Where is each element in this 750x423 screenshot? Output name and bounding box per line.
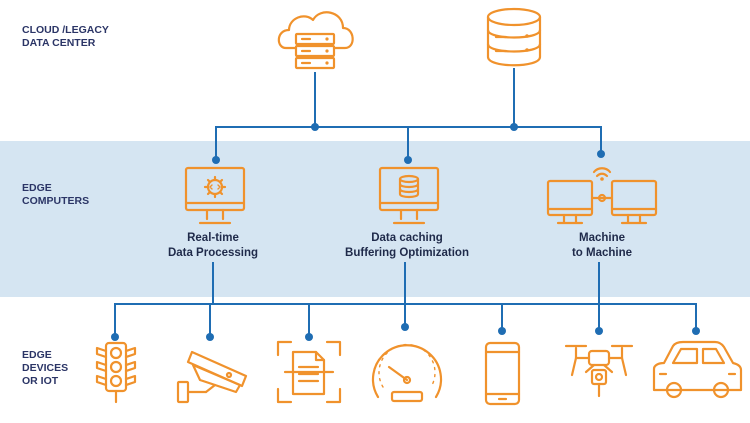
database-icon xyxy=(486,7,542,67)
junction-gauge xyxy=(401,323,409,331)
node-label-m2m-line2: to Machine xyxy=(571,247,633,259)
monitor-gear-icon xyxy=(184,166,246,225)
tier-label-cloud-line1: CLOUD /LEGACY xyxy=(22,24,109,36)
junction-drone xyxy=(595,327,603,335)
tier-label-edge-computers-line1: EDGE xyxy=(22,182,52,194)
document-scan-icon xyxy=(276,340,342,404)
tier-label-edge-devices-line3: OR IOT xyxy=(22,375,59,387)
node-label-m2m: Machine to Machine xyxy=(517,231,687,261)
cloud-server-icon xyxy=(277,11,354,70)
machine-to-machine-icon xyxy=(546,167,658,225)
tier-label-cloud: CLOUD /LEGACY DATA CENTER xyxy=(22,24,109,50)
junction-realtime xyxy=(212,156,220,164)
edge-computers-band xyxy=(0,141,750,297)
tier-label-edge-devices: EDGE DEVICES OR IOT xyxy=(22,349,68,388)
node-label-caching-line1: Data caching xyxy=(371,232,443,244)
monitor-database-icon xyxy=(378,166,440,225)
junction-cloud xyxy=(311,123,319,131)
junction-caching xyxy=(404,156,412,164)
connectors xyxy=(111,68,700,341)
junction-database xyxy=(510,123,518,131)
junction-car xyxy=(692,327,700,335)
junction-traffic-light xyxy=(111,333,119,341)
tier-label-edge-computers-line2: COMPUTERS xyxy=(22,195,90,207)
node-label-caching: Data caching Buffering Optimization xyxy=(322,231,492,261)
node-label-realtime: Real-time Data Processing xyxy=(128,231,298,261)
tier-label-cloud-line2: DATA CENTER xyxy=(22,37,96,49)
node-label-realtime-line1: Real-time xyxy=(187,232,239,244)
node-label-realtime-line2: Data Processing xyxy=(167,247,259,259)
drone-icon xyxy=(564,344,634,398)
speedometer-icon xyxy=(371,343,443,403)
car-icon xyxy=(652,340,743,399)
junction-phone xyxy=(498,327,506,335)
tier-label-edge-computers: EDGE COMPUTERS xyxy=(22,182,89,208)
junction-m2m xyxy=(597,150,605,158)
tier-label-edge-devices-line1: EDGE xyxy=(22,349,52,361)
node-label-caching-line2: Buffering Optimization xyxy=(345,247,469,259)
junction-document xyxy=(305,333,313,341)
smartphone-icon xyxy=(484,341,521,406)
security-camera-icon xyxy=(176,350,248,404)
tier-label-edge-devices-line2: DEVICES xyxy=(22,362,69,374)
traffic-light-icon xyxy=(95,341,137,404)
node-label-m2m-line1: Machine xyxy=(578,232,625,244)
junction-camera xyxy=(206,333,214,341)
